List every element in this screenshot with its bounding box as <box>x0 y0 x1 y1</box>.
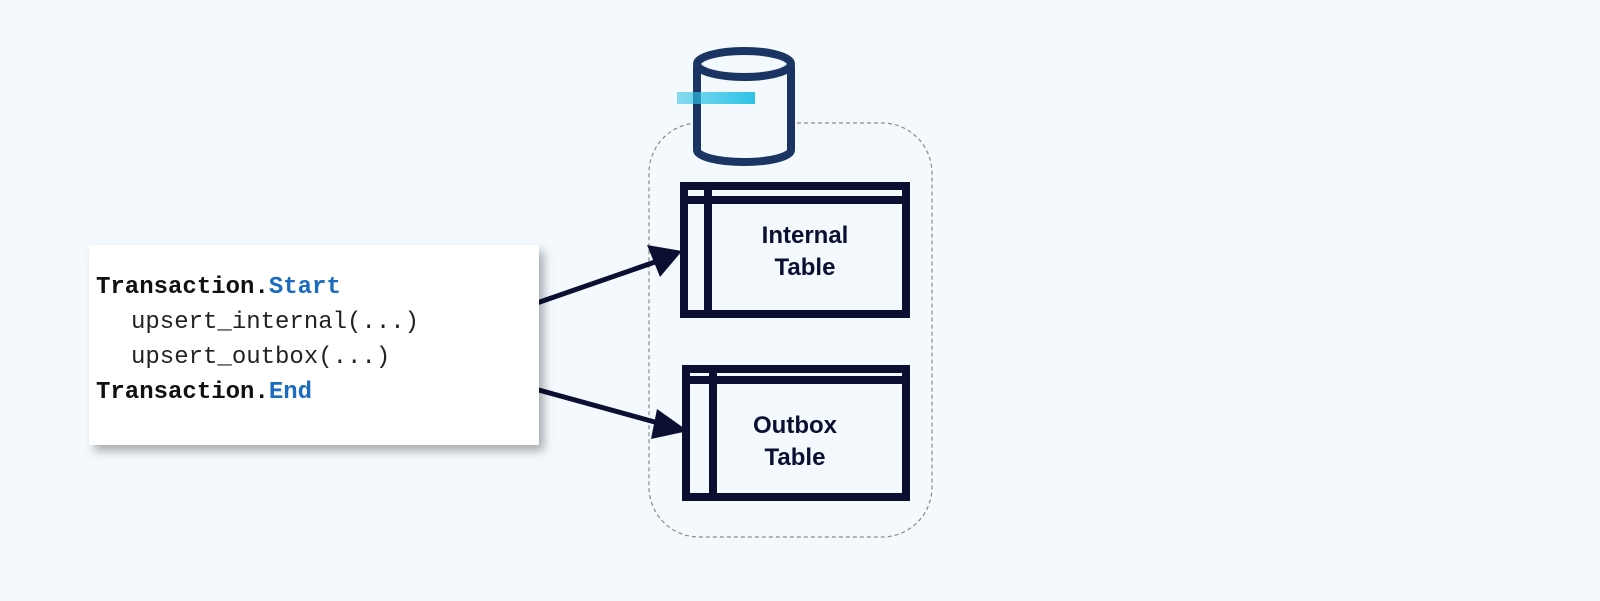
database-icon <box>693 47 795 166</box>
internal-table-label: Internal Table <box>720 220 890 284</box>
code-line-upsert-internal: upsert_internal(...) <box>131 309 420 336</box>
code-line-transaction-end: Transaction.End <box>96 378 312 408</box>
dot-separator: . <box>254 274 269 301</box>
outbox-table-label-line2: Table <box>764 444 826 471</box>
internal-table-icon <box>680 182 910 318</box>
internal-table-label-line2: Table <box>774 254 836 281</box>
dot-separator: . <box>254 379 269 406</box>
outbox-table-label-line1: Outbox <box>753 412 837 439</box>
transaction-code-card: Transaction.Start upsert_internal(...) u… <box>89 245 539 445</box>
accent-bar <box>677 92 755 104</box>
internal-table-label-line1: Internal <box>761 222 849 249</box>
start-method: Start <box>268 274 341 301</box>
outbox-table-label: Outbox Table <box>720 410 870 474</box>
code-line-transaction-start: Transaction.Start <box>96 273 341 303</box>
end-method: End <box>268 379 313 406</box>
transaction-keyword: Transaction <box>96 379 255 406</box>
outbox-table-icon <box>682 365 910 501</box>
transaction-keyword: Transaction <box>96 274 255 301</box>
code-line-upsert-outbox: upsert_outbox(...) <box>131 344 391 371</box>
